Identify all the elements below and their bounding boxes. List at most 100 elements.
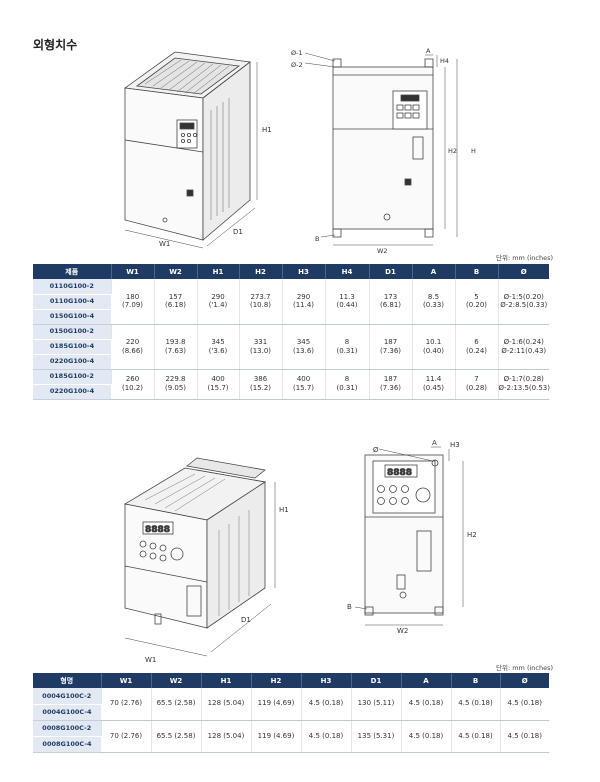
table-header-cell: 형명: [33, 673, 102, 688]
table-header-cell: W1: [101, 673, 152, 688]
value-cell: 7 (0.28): [455, 369, 499, 400]
table-header-cell: D1: [369, 264, 413, 279]
unit-label-top: 단위: mm (inches): [496, 254, 554, 262]
table-header-row: 제품 W1 W2 H1 H2 H3 H4 D1 A B Ø: [33, 264, 549, 279]
table-row: 0150G100-4: [33, 309, 549, 325]
table-header-cell: H3: [301, 673, 352, 688]
inverter-isometric-drawing-small: 8888 H1 W1 D1: [123, 457, 289, 664]
model-cell: 0110G100-4: [33, 294, 111, 310]
table-header-cell: D1: [351, 673, 402, 688]
value-cell: 220 (8.66): [111, 324, 155, 370]
value-cell: 4.5 (0.18): [301, 688, 352, 721]
table-header-cell: B: [451, 673, 501, 688]
model-cell: 0220G100-4: [33, 354, 111, 370]
value-cell: 10.1 (0.40): [412, 324, 456, 370]
dim-label-a: A: [426, 47, 431, 55]
table-header-cell: H1: [197, 264, 240, 279]
svg-text:8888: 8888: [145, 525, 170, 535]
table-row: 0004G100C-4: [33, 704, 549, 721]
table-header-cell: Ø: [500, 673, 549, 688]
table-header-cell: H1: [201, 673, 252, 688]
table-header-cell: W2: [151, 673, 202, 688]
dim-label-h4: H4: [440, 57, 449, 65]
table-header-cell: W1: [111, 264, 155, 279]
dim-label-d1-small: D1: [241, 616, 251, 624]
value-cell: 4.5 (0.18): [500, 720, 549, 753]
value-cell: 345 (13.6): [282, 324, 326, 370]
value-cell: 331 (13.0): [239, 324, 283, 370]
value-cell: 8 (0.31): [325, 324, 370, 370]
value-cell: 4.5 (0.18): [451, 688, 501, 721]
dim-label-b: B: [315, 235, 319, 243]
value-cell: 128 (5.04): [201, 688, 252, 721]
value-cell: 70 (2.76): [101, 720, 152, 753]
model-cell: 0150G100-2: [33, 324, 112, 340]
table-header-cell: 제품: [33, 264, 112, 279]
value-cell: 8.5 (0.33): [412, 279, 456, 325]
table-header-cell: A: [401, 673, 452, 688]
dimension-table-large: 제품 W1 W2 H1 H2 H3 H4 D1 A B Ø 0110G100-2…: [33, 264, 550, 400]
value-cell: 4.5 (0.18): [401, 688, 452, 721]
svg-text:8888: 8888: [387, 468, 412, 478]
inverter-front-drawing-small: 8888 Ø A H3 H2 B W2: [347, 439, 477, 635]
value-cell: 6 (0.24): [455, 324, 499, 370]
value-cell: 4.5 (0.18): [500, 688, 549, 721]
table-header-cell: H2: [251, 673, 302, 688]
table-header-cell: H4: [325, 264, 370, 279]
value-cell: 11.4 (0.45): [412, 369, 456, 400]
inverter-front-drawing-large: Ø-1 Ø-2 A H4 H2 H B W2: [291, 47, 476, 255]
dim-label-d1: D1: [233, 228, 243, 236]
value-cell: 65.5 (2.58): [151, 688, 202, 721]
model-cell: 0004G100C-2: [33, 688, 102, 705]
dim-label-w1-small: W1: [145, 656, 156, 664]
value-cell: 187 (7.36): [369, 324, 413, 370]
section-title: 외형치수: [33, 38, 78, 52]
dim-label-h2: H2: [448, 147, 457, 155]
model-cell: 0185G100-2: [33, 369, 112, 385]
value-cell: 400 (15.7): [197, 369, 240, 400]
dim-label-h: H: [471, 147, 476, 155]
value-cell: 8 (0.31): [325, 369, 370, 400]
value-cell: 260 (10.2): [111, 369, 155, 400]
table-header-cell: A: [412, 264, 456, 279]
dim-label-phi2: Ø-2: [291, 61, 303, 69]
value-cell: 4.5 (0.18): [301, 720, 352, 753]
value-cell: 187 (7.36): [369, 369, 413, 400]
model-cell: 0008G100C-2: [33, 720, 102, 737]
value-cell: 180 (7.09): [111, 279, 155, 325]
unit-label-bottom: 단위: mm (inches): [496, 664, 554, 672]
value-cell: 400 (15.7): [282, 369, 326, 400]
value-cell: 65.5 (2.58): [151, 720, 202, 753]
value-cell: 229.8 (9.05): [154, 369, 198, 400]
table-header-cell: H3: [282, 264, 326, 279]
table-row: 0008G100C-4: [33, 736, 549, 753]
model-cell: 0150G100-4: [33, 309, 111, 325]
dim-label-w2: W2: [377, 247, 388, 255]
value-cell: 273.7 (10.8): [239, 279, 283, 325]
value-cell: 290 (11.4): [282, 279, 326, 325]
table-header-cell: Ø: [498, 264, 549, 279]
value-cell: 5 (0.20): [455, 279, 499, 325]
value-cell: Ø-1:6(0.24) Ø-2:11(0.43): [498, 324, 549, 370]
table-row: 0185G100-4: [33, 339, 549, 355]
value-cell: 128 (5.04): [201, 720, 252, 753]
inverter-isometric-drawing-large: H1 W1 D1: [123, 51, 272, 249]
table-header-cell: W2: [154, 264, 198, 279]
dim-label-w2-small: W2: [397, 627, 408, 635]
dim-label-b-small: B: [347, 603, 352, 611]
table-row: 0220G100-4: [33, 354, 549, 370]
dim-label-h2-small: H2: [467, 531, 477, 539]
value-cell: Ø-1:7(0.28) Ø-2:13.5(0.53): [498, 369, 550, 400]
dim-label-phi-small: Ø: [373, 446, 379, 454]
value-cell: 386 (15.2): [239, 369, 283, 400]
value-cell: 4.5 (0.18): [401, 720, 452, 753]
model-cell: 0185G100-4: [33, 339, 111, 355]
value-cell: 345 ('3.6): [197, 324, 240, 370]
value-cell: Ø-1:5(0.20) Ø-2:8.5(0.33): [498, 279, 549, 325]
model-cell: 0110G100-2: [33, 279, 112, 295]
value-cell: 119 (4.69): [251, 688, 302, 721]
